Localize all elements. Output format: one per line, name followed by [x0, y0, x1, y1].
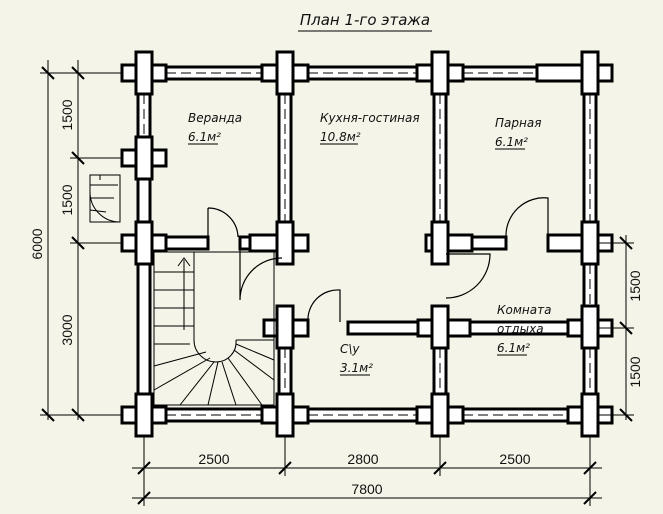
joint-top-right — [535, 50, 614, 96]
door-steam — [505, 197, 549, 238]
plan-title: План 1-го этажа — [300, 11, 430, 29]
door-veranda — [207, 207, 239, 238]
dimensions-right: 1500 1500 — [598, 235, 643, 422]
joint-rest-v2 — [416, 304, 472, 350]
room-wc-name: С\у — [340, 342, 360, 356]
dim-bottom-3: 2500 — [499, 451, 530, 467]
room-kitchen-area: 10.8м² — [320, 130, 361, 144]
joint-mid-left — [120, 220, 168, 266]
dim-left-total: 6000 — [29, 228, 45, 259]
door-wc — [307, 289, 341, 323]
dim-bottom-total: 7800 — [351, 481, 382, 497]
joint-top-v1 — [260, 50, 310, 96]
room-veranda-area: 6.1м² — [188, 130, 221, 144]
room-rest-name: Комната — [497, 303, 551, 317]
joint-bottom-right — [566, 392, 614, 438]
room-rest-area: 6.1м² — [497, 341, 530, 355]
wall-left-lower — [136, 240, 152, 412]
dim-left-1: 1500 — [59, 99, 75, 130]
dim-right-1: 1500 — [627, 270, 643, 301]
joint-bottom-v2 — [415, 392, 465, 438]
dimensions-bottom: 2500 2800 2500 7800 — [132, 436, 602, 506]
joint-veranda-left — [120, 135, 168, 181]
room-kitchen-name: Кухня-гостиная — [320, 111, 420, 125]
dim-left-2: 1500 — [59, 184, 75, 215]
joint-mid-v2 — [424, 220, 474, 266]
dim-bottom-2: 2800 — [347, 451, 378, 467]
joint-wc-left — [262, 304, 310, 350]
dim-right-2: 1500 — [627, 356, 643, 387]
door-rest — [445, 253, 491, 299]
dimensions-left: 1500 1500 3000 6000 — [29, 60, 122, 422]
room-steam-area: 6.1м² — [495, 135, 528, 149]
joint-top-v2 — [415, 50, 465, 96]
joint-bottom-left — [120, 392, 168, 438]
outdoor-stair — [89, 174, 121, 223]
room-labels: Веранда 6.1м² Кухня-гостиная 10.8м² Парн… — [188, 111, 551, 376]
room-rest-name2: отдыха — [497, 322, 544, 336]
room-veranda-name: Веранда — [188, 111, 242, 125]
joint-top-left — [120, 50, 168, 96]
joint-right-mid — [566, 304, 614, 350]
room-wc-area: 3.1м² — [340, 361, 373, 375]
dim-bottom-1: 2500 — [198, 451, 229, 467]
dim-left-3: 3000 — [59, 314, 75, 345]
interior-stairs — [153, 251, 275, 406]
axis-lines — [143, 72, 591, 416]
joint-bottom-v1 — [260, 392, 310, 438]
room-steam-name: Парная — [495, 116, 541, 130]
